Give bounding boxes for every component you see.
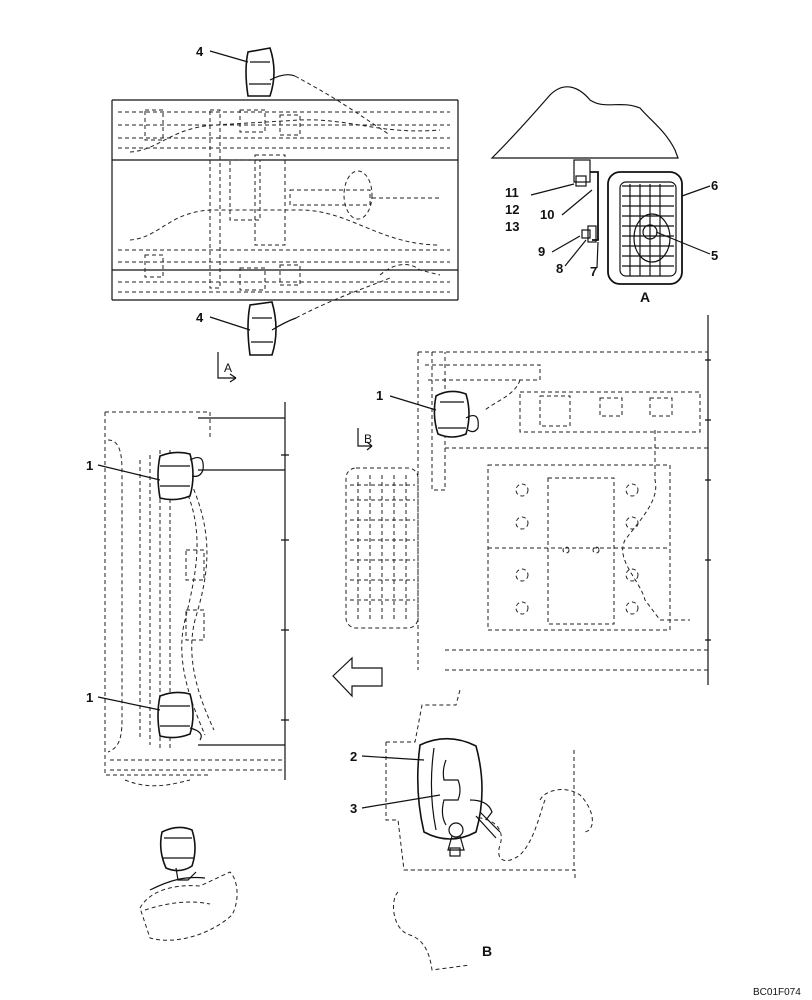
callout-4-lower: 4 — [196, 310, 204, 325]
view-marker-a: A — [224, 361, 232, 375]
callout-2: 2 — [350, 749, 357, 764]
callout-9: 9 — [538, 244, 545, 259]
callout-13: 13 — [505, 219, 519, 234]
callout-11: 11 — [505, 185, 519, 200]
work-lamp-detail-b — [416, 737, 483, 840]
work-lamp-4-lower — [247, 301, 277, 356]
right-plan-view — [332, 315, 711, 698]
callout-4-upper: 4 — [196, 44, 204, 59]
view-marker-b: B — [364, 432, 372, 446]
detail-a-label: A — [640, 289, 650, 305]
callout-5: 5 — [711, 248, 718, 263]
drawing-code: BC01F074 — [753, 987, 801, 998]
detail-a-view — [490, 86, 711, 285]
top-left-frame-view — [111, 47, 459, 383]
callout-12: 12 — [505, 202, 519, 217]
work-lamp-mount-small — [159, 826, 196, 872]
callout-7: 7 — [590, 264, 597, 279]
lamp-mount-perspective — [139, 826, 238, 941]
callout-1-lower: 1 — [86, 690, 93, 705]
callout-8: 8 — [556, 261, 563, 276]
hollow-left-arrow-icon — [332, 656, 383, 698]
detail-b-view — [361, 689, 593, 971]
left-side-view — [97, 402, 289, 787]
work-lamp-1-upper-side — [157, 451, 194, 501]
callout-3: 3 — [350, 801, 357, 816]
callout-10: 10 — [540, 207, 554, 222]
callout-6: 6 — [711, 178, 718, 193]
work-lamp-4-upper — [245, 47, 275, 97]
work-lamp-1-plan — [433, 390, 470, 438]
detail-b-label: B — [482, 943, 492, 959]
callout-1-upper: 1 — [86, 458, 93, 473]
callout-1-plan: 1 — [376, 388, 383, 403]
work-lamp-1-lower-side — [157, 691, 194, 739]
